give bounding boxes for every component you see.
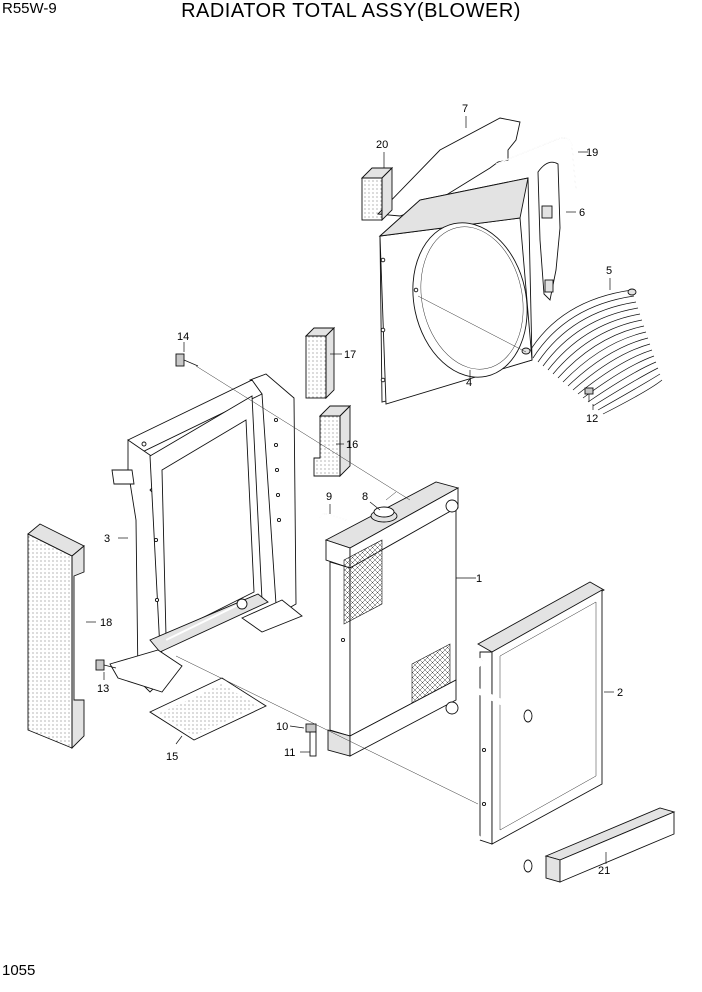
page-number: 1055	[2, 962, 36, 979]
callout-10: 10	[276, 721, 288, 733]
part-13-bolt	[95, 659, 117, 671]
callout-17: 17	[344, 349, 356, 361]
callout-19: 19	[586, 147, 598, 159]
assembly-lines	[86, 116, 614, 864]
callout-7: 7	[462, 103, 468, 115]
part-10-11-drain	[305, 723, 317, 757]
callout-4: 4	[466, 377, 472, 389]
part-19-bent-rod	[495, 137, 577, 191]
callout-1: 1	[476, 573, 482, 585]
part-3-frame	[109, 373, 303, 693]
callout-14: 14	[177, 331, 189, 343]
callout-11: 11	[284, 747, 295, 759]
callout-6: 6	[579, 207, 585, 219]
part-12-bolt	[584, 387, 594, 402]
callout-12: 12	[586, 413, 598, 425]
part-21-foam-strip	[544, 807, 676, 883]
callout-5: 5	[606, 265, 612, 277]
part-6-side-bracket	[537, 161, 561, 301]
part-4-fan-shroud	[378, 177, 533, 405]
part-1-radiator	[324, 481, 460, 757]
part-20-foam-block	[360, 166, 394, 222]
callout-16: 16	[346, 439, 358, 451]
page-title: RADIATOR TOTAL ASSY(BLOWER)	[181, 0, 521, 22]
part-15-mesh-plate	[149, 677, 267, 741]
part-18-tall-foam	[27, 523, 85, 750]
callout-9: 9	[326, 491, 332, 503]
callout-18: 18	[100, 617, 112, 629]
model-code: R55W-9	[2, 0, 57, 17]
callout-13: 13	[97, 683, 109, 695]
part-9-hose	[319, 513, 347, 556]
part-2-oil-cooler	[470, 581, 605, 873]
callout-21: 21	[598, 865, 610, 877]
part-5-fan-guard	[521, 288, 663, 415]
callout-2: 2	[617, 687, 623, 699]
callout-8: 8	[362, 491, 368, 503]
part-14-bolt	[175, 353, 199, 367]
callout-3: 3	[104, 533, 110, 545]
part-17-foam-block	[304, 326, 336, 400]
callout-15: 15	[166, 751, 178, 763]
callout-labels: 1 2 3 4 5 6 7 8 9 10 11 12 13 14 15 16 1…	[97, 103, 623, 877]
callout-20: 20	[376, 139, 388, 151]
part-16-l-foam-block	[313, 404, 352, 478]
